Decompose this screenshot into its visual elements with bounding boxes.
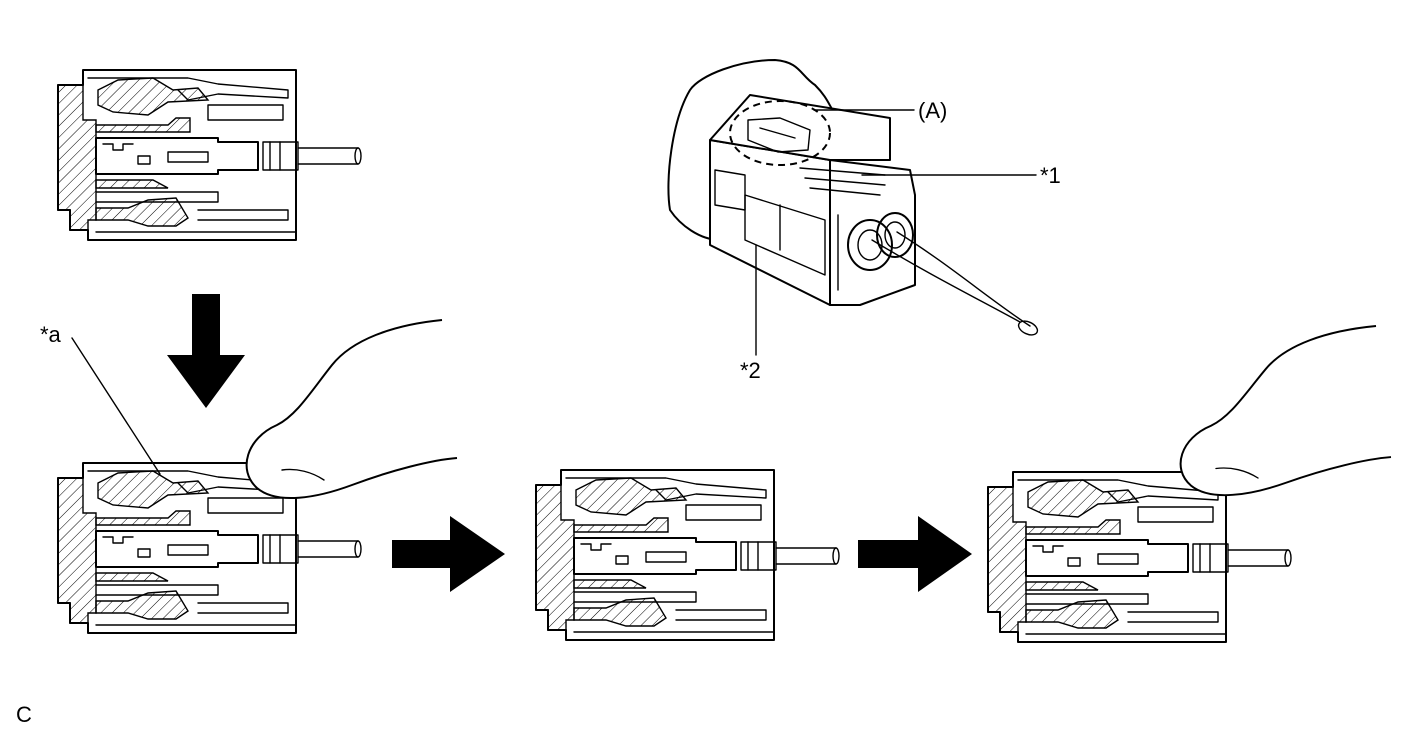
arrow-right-icon (392, 516, 505, 592)
corner-letter: C (16, 702, 32, 727)
label-2: *2 (740, 358, 761, 383)
highlight-region (729, 100, 831, 166)
section-step2 (535, 469, 840, 641)
label-1: *1 (1040, 163, 1061, 188)
section-before (57, 69, 362, 241)
finger-step1 (245, 319, 458, 500)
section-step3 (987, 471, 1292, 643)
connector-perspective (667, 59, 1039, 336)
arrow-down-icon (167, 294, 245, 408)
label-A: (A) (918, 98, 947, 123)
finger-step3 (1179, 325, 1392, 497)
arrow-right-icon (858, 516, 972, 592)
leader-a (71, 337, 161, 475)
label-a: *a (40, 322, 62, 347)
